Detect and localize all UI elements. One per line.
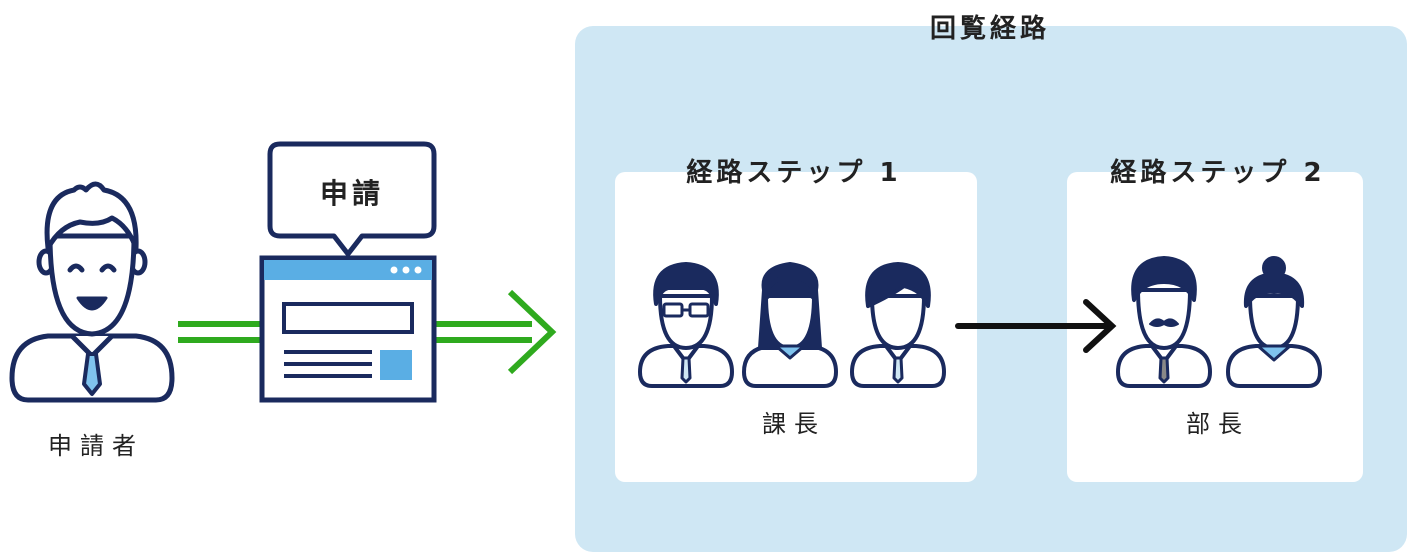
step-arrow (955, 299, 1117, 353)
step-1-role: 課長 (762, 410, 826, 438)
submit-arrow (178, 289, 557, 375)
application-label: 申請 (319, 177, 385, 210)
man-mustache-icon (1116, 256, 1212, 388)
man-icon (850, 262, 946, 388)
applicant-person-icon (9, 181, 175, 403)
woman-bun-icon (1226, 256, 1322, 388)
route-title: 回覧経路 (929, 14, 1051, 44)
woman-long-hair-icon (742, 262, 838, 388)
step-2-title: 経路ステップ 2 (1110, 158, 1326, 188)
step-2-role: 部長 (1186, 410, 1250, 438)
application-document-icon (259, 141, 437, 403)
applicant-label: 申請者 (48, 432, 144, 460)
man-glasses-icon (638, 262, 734, 388)
step-2-panel (1067, 172, 1363, 482)
step-1-title: 経路ステップ 1 (686, 158, 902, 188)
